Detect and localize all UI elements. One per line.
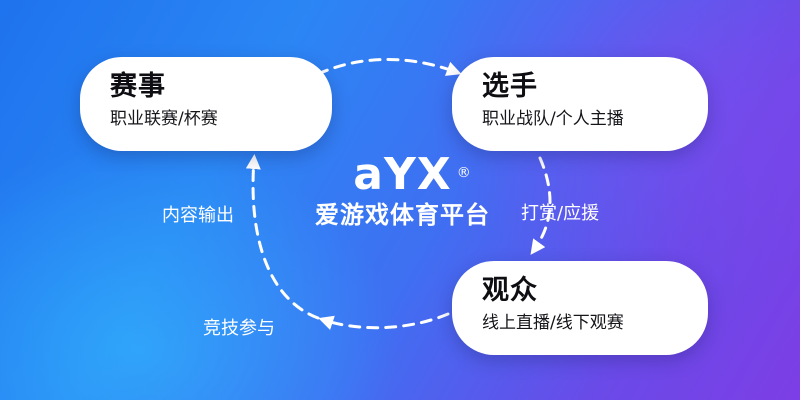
brand-block: aYX® 爱游戏体育平台: [300, 152, 505, 230]
node-events: 赛事 职业联赛/杯赛: [80, 57, 332, 151]
arrow-audience-to-compete: [318, 312, 450, 330]
node-events-subtitle: 职业联赛/杯赛: [110, 109, 218, 129]
node-audience-title: 观众: [482, 275, 538, 306]
node-events-title: 赛事: [110, 71, 166, 102]
arrow-compete-to-events: [245, 154, 320, 320]
edge-label-content-output: 内容输出: [162, 205, 234, 226]
brand-logo: aYX®: [353, 149, 470, 200]
node-players-title: 选手: [482, 71, 538, 102]
node-players-subtitle: 职业战队/个人主播: [482, 109, 624, 129]
node-audience: 观众 线上直播/线下观赛: [452, 261, 708, 355]
arrow-events-to-players: [316, 58, 462, 76]
brand-logo-text: aYX: [353, 149, 452, 200]
node-audience-subtitle: 线上直播/线下观赛: [482, 313, 624, 333]
registered-mark: ®: [456, 165, 472, 181]
edge-label-tipping: 打赏/应援: [521, 203, 600, 224]
edge-label-competition: 竞技参与: [203, 318, 275, 339]
node-players: 选手 职业战队/个人主播: [452, 57, 708, 151]
brand-name: 爱游戏体育平台: [315, 201, 490, 229]
